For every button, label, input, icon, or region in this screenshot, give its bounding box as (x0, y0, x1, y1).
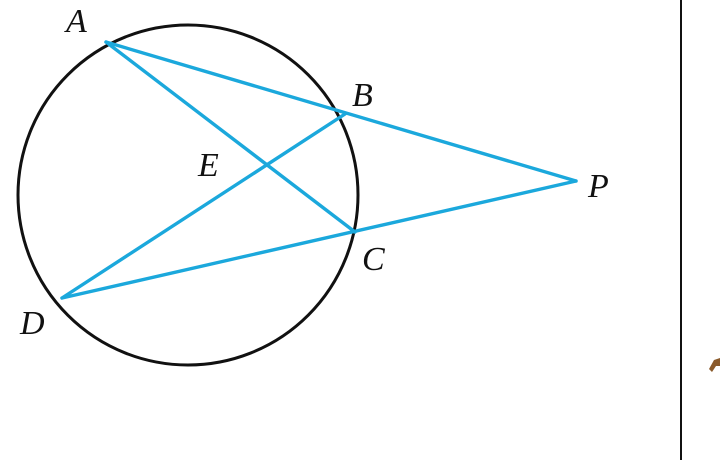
segment-db (60, 112, 347, 300)
cropped-glyph-fragment (709, 358, 720, 372)
label-b: B (352, 77, 373, 114)
label-a: A (64, 3, 87, 40)
label-d: D (19, 305, 45, 342)
segment-dp (60, 179, 578, 300)
segment-ap (104, 40, 578, 183)
label-e: E (197, 147, 219, 184)
label-c: C (362, 241, 385, 278)
label-p: P (587, 168, 609, 205)
segment-ac (104, 40, 357, 234)
circle (16, 23, 360, 367)
